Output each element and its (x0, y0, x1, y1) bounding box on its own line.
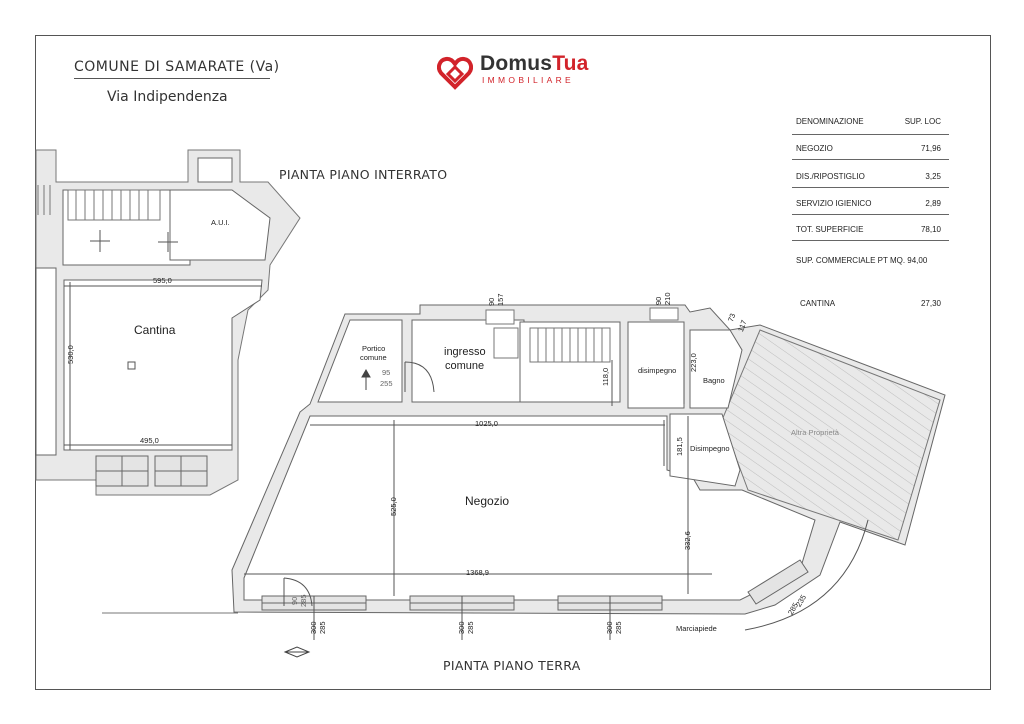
table-row: CANTINA 27,30 (800, 299, 941, 308)
table-header-value: SUP. LOC (904, 117, 941, 126)
table-header-label: DENOMINAZIONE (796, 117, 864, 126)
logo-name: DomusTua (480, 52, 589, 75)
label-marciapiede: Marciapiede (676, 624, 717, 633)
dim-label: 210 (663, 292, 672, 305)
dim-label: 300 (309, 621, 318, 634)
ground-floor-plan (102, 304, 946, 658)
table-row: SERVIZIO IGIENICO 2,89 (792, 199, 949, 215)
dim-label: 595,0 (153, 276, 172, 285)
dim-label: 90 (290, 596, 299, 605)
dim-label: 300 (457, 621, 466, 634)
table-row: NEGOZIO 71,96 (792, 144, 949, 160)
dim-label: 525,0 (389, 497, 398, 516)
dim-label: 300 (605, 621, 614, 634)
ground-floor-plan-title: PIANTA PIANO TERRA (443, 658, 581, 673)
room-label-aui: A.U.I. (211, 218, 230, 227)
dim-label: 255 (380, 379, 393, 388)
basement-plan-title: PIANTA PIANO INTERRATO (279, 167, 448, 182)
dim-label: 285 (318, 621, 327, 634)
room-label-ingresso: ingresso (444, 346, 486, 358)
room-label-portico: Portico (362, 344, 386, 353)
dim-label: 223,0 (689, 353, 698, 372)
table-row: DIS./RIPOSTIGLIO 3,25 (792, 172, 949, 188)
dim-label: 332,6 (683, 531, 692, 550)
dim-label: 181,5 (675, 437, 684, 456)
heart-house-icon (437, 56, 473, 90)
dim-label: 495,0 (140, 436, 159, 445)
basement-plan (35, 149, 301, 496)
dim-label: 90 (654, 296, 663, 305)
dim-label: 285 (466, 621, 475, 634)
room-label-altra-proprieta: Altra Proprietà (791, 428, 839, 437)
table-header: DENOMINAZIONE SUP. LOC (792, 117, 949, 135)
brand-logo: DomusTua IMMOBILIARE (437, 52, 612, 93)
dim-label: 95 (382, 368, 391, 377)
dim-label: 285 (299, 594, 308, 607)
dim-label: 1368,9 (466, 568, 489, 577)
table-row: TOT. SUPERFICIE 78,10 (792, 225, 949, 241)
room-label-disimpegno: Disimpegno (690, 444, 730, 453)
municipality-title: COMUNE DI SAMARATE (Va) (74, 59, 280, 75)
table-row: SUP. COMMERCIALE PT MQ. 94,00 (796, 256, 928, 265)
room-label-bagno: Bagno (703, 376, 725, 385)
dim-label: 530,0 (66, 345, 75, 364)
street-name: Via Indipendenza (107, 89, 228, 105)
room-label-disimpegno-small: disimpegno (638, 366, 677, 375)
dim-label: 90 (487, 297, 496, 306)
room-label-cantina: Cantina (134, 323, 176, 337)
title-underline (74, 78, 270, 79)
dim-label: 157 (496, 293, 505, 306)
room-label-ingresso-2: comune (445, 360, 485, 372)
logo-tagline: IMMOBILIARE (482, 75, 575, 85)
room-label-negozio: Negozio (465, 494, 510, 508)
dim-label: 1025,0 (475, 419, 498, 428)
dim-label: 285 (614, 621, 623, 634)
dim-label: 118,0 (601, 367, 610, 386)
room-label-portico-2: comune (360, 353, 387, 362)
